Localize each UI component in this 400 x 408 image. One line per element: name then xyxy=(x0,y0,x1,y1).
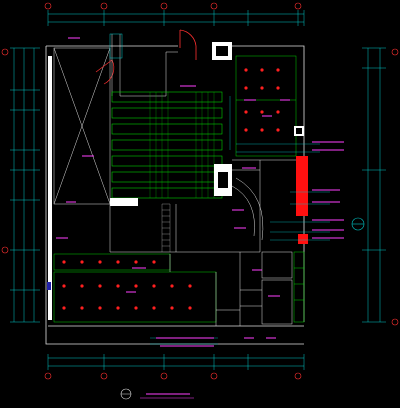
section-marker-icon xyxy=(351,217,365,231)
shelving-hatch xyxy=(149,92,215,198)
stair-flight xyxy=(161,203,171,252)
top-dimension-chain xyxy=(47,10,305,26)
entry-door[interactable] xyxy=(95,59,115,85)
gallery-room xyxy=(53,253,217,323)
open-void xyxy=(53,47,111,205)
west-facade-window xyxy=(47,282,51,290)
exterior-walls xyxy=(45,45,305,345)
gallery-lights xyxy=(62,260,192,310)
toilet-fixtures xyxy=(293,251,305,323)
landing-block xyxy=(110,198,138,206)
annotation-marks xyxy=(56,37,344,347)
main-door[interactable] xyxy=(179,29,197,60)
right-dimension-chain xyxy=(362,47,386,323)
bottom-dimension-chain xyxy=(47,354,305,370)
shelving-runs xyxy=(111,91,223,199)
room-marker-core xyxy=(296,128,302,134)
stair-block-core xyxy=(218,172,228,188)
bottom-grid-bubbles xyxy=(44,372,302,380)
service-rooms xyxy=(240,251,293,325)
drawing-title-block xyxy=(120,388,194,400)
west-facade-wall xyxy=(48,56,52,320)
column-core xyxy=(216,46,228,56)
right-grid-bubbles xyxy=(391,48,399,326)
interior-partitions xyxy=(109,159,300,253)
gallery-partitions xyxy=(169,252,241,326)
top-grid-bubbles xyxy=(44,2,302,10)
red-feature-stub xyxy=(298,234,308,244)
left-grid-bubbles xyxy=(1,48,9,254)
curved-wall xyxy=(231,177,264,241)
red-feature-column xyxy=(296,156,308,216)
corridor-walls xyxy=(109,33,178,97)
ceiling-lights xyxy=(244,68,280,132)
left-dimension-chain xyxy=(10,47,40,323)
